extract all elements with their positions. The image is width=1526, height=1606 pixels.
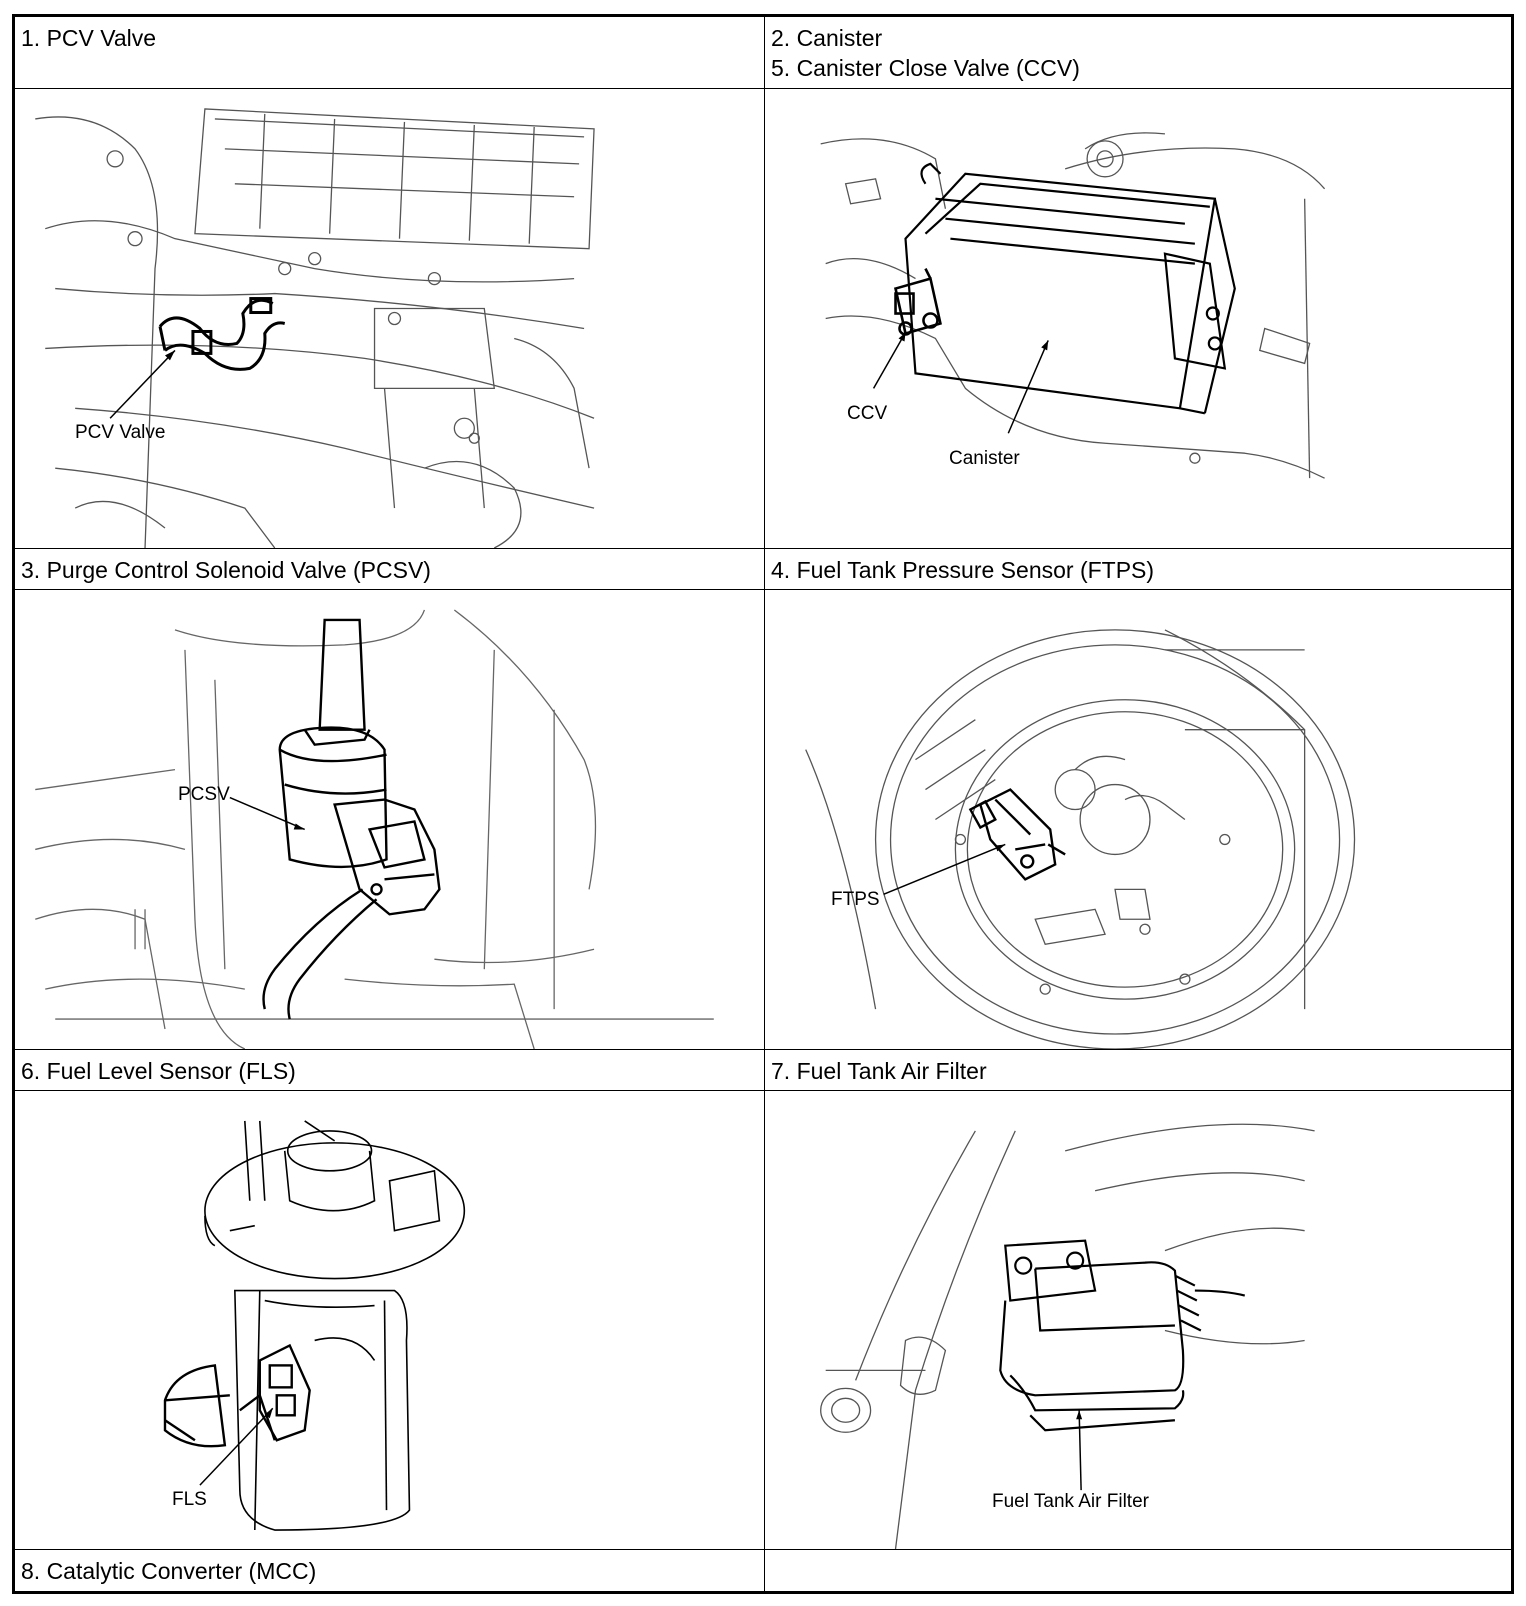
callout-pcv-valve: PCV Valve: [75, 422, 166, 443]
figure-pcsv: PCSV: [15, 590, 765, 1050]
callout-fls: FLS: [172, 1489, 207, 1510]
empty-cell: [765, 1550, 1511, 1591]
figure-pcv-valve: PCV Valve: [15, 89, 765, 549]
header-mcc-text: 8. Catalytic Converter (MCC): [21, 1558, 317, 1584]
header-air-filter: 7. Fuel Tank Air Filter: [765, 1050, 1511, 1091]
header-canister-text: 2. Canister: [771, 25, 883, 51]
callout-pcsv: PCSV: [178, 784, 230, 805]
canister-drawing: [820, 132, 1326, 479]
pcv-engine-drawing: [35, 108, 595, 548]
callout-ftps: FTPS: [831, 889, 880, 910]
figure-air-filter: Fuel Tank Air Filter: [765, 1091, 1511, 1550]
header-canister-ccv: 2. Canister 5. Canister Close Valve (CCV…: [765, 17, 1511, 89]
pcsv-drawing: [35, 609, 714, 1049]
air-filter-drawing: [820, 1123, 1315, 1549]
header-ftps-text: 4. Fuel Tank Pressure Sensor (FTPS): [771, 557, 1155, 583]
figure-ftps: FTPS: [765, 590, 1511, 1050]
callout-air-filter: Fuel Tank Air Filter: [992, 1491, 1149, 1512]
callout-canister: Canister: [949, 448, 1020, 469]
callout-ccv: CCV: [847, 403, 888, 424]
fls-drawing: [163, 1120, 466, 1531]
header-pcsv: 3. Purge Control Solenoid Valve (PCSV): [15, 549, 765, 590]
header-ccv-text: 5. Canister Close Valve (CCV): [771, 55, 1080, 81]
header-fls: 6. Fuel Level Sensor (FLS): [15, 1050, 765, 1091]
header-pcv-valve-text: 1. PCV Valve: [21, 25, 157, 51]
header-pcsv-text: 3. Purge Control Solenoid Valve (PCSV): [21, 557, 431, 583]
header-pcv-valve: 1. PCV Valve: [15, 17, 765, 89]
ftps-drawing: [805, 629, 1356, 1049]
header-ftps: 4. Fuel Tank Pressure Sensor (FTPS): [765, 549, 1511, 590]
figure-canister-ccv: CCV Canister: [765, 89, 1511, 549]
header-mcc: 8. Catalytic Converter (MCC): [15, 1550, 765, 1591]
header-fls-text: 6. Fuel Level Sensor (FLS): [21, 1058, 296, 1084]
component-table: 1. PCV Valve 2. Canister 5. Canister Clo…: [12, 14, 1514, 1594]
header-air-filter-text: 7. Fuel Tank Air Filter: [771, 1058, 987, 1084]
figure-fls: FLS: [15, 1091, 765, 1550]
